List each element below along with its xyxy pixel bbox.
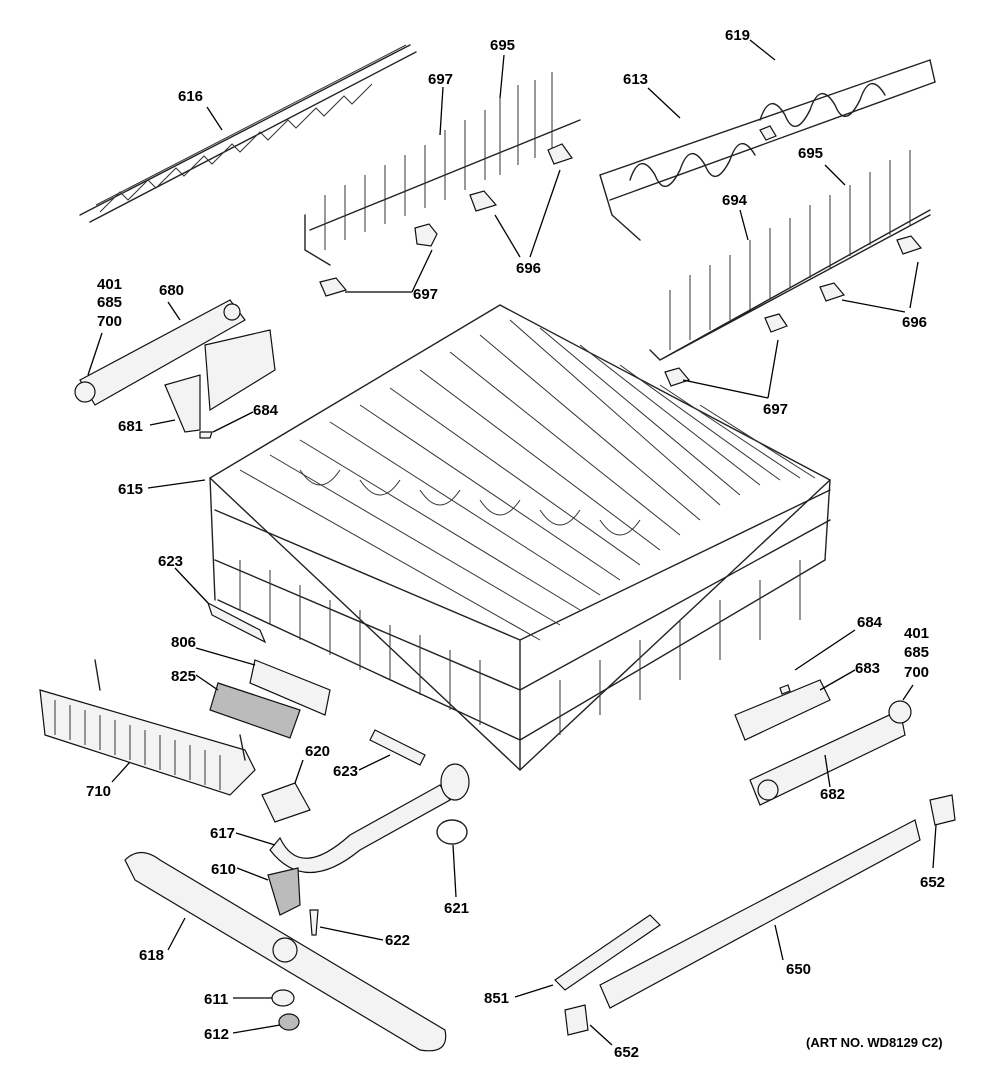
label-851: 851 — [484, 990, 509, 1007]
part-620-cap — [261, 782, 311, 823]
label-681: 681 — [118, 418, 143, 435]
part-684-screw-left — [199, 431, 213, 439]
label-620: 620 — [305, 743, 330, 760]
label-696-top: 696 — [516, 260, 541, 277]
label-700-right: 700 — [904, 664, 929, 681]
leader-lines — [87, 39, 937, 1046]
part-611-612-washers — [271, 989, 300, 1031]
label-401-left: 401 — [97, 276, 122, 293]
label-650: 650 — [786, 961, 811, 978]
part-621-clamp — [436, 819, 468, 845]
part-680-adjuster-left — [74, 299, 276, 433]
label-684-right: 684 — [857, 614, 883, 631]
label-615: 615 — [118, 481, 143, 498]
part-694-tine-row-right — [649, 150, 931, 387]
label-612: 612 — [204, 1026, 229, 1043]
label-652-right: 652 — [920, 874, 945, 891]
label-695-top: 695 — [490, 37, 515, 54]
label-700-left: 700 — [97, 313, 122, 330]
label-825: 825 — [171, 668, 196, 685]
part-615-upper-rack — [209, 304, 831, 771]
label-684-left: 684 — [253, 402, 279, 419]
label-623-upper: 623 — [158, 553, 183, 570]
part-806-825-handle — [209, 659, 331, 739]
label-619: 619 — [725, 27, 750, 44]
label-621: 621 — [444, 900, 469, 917]
label-697-right: 697 — [763, 401, 788, 418]
part-618-spray-arm — [124, 851, 447, 1052]
part-623-slider-lower — [369, 729, 426, 766]
part-labels: 616 697 695 619 613 695 694 696 697 696 … — [86, 27, 945, 1061]
part-616-shape — [79, 44, 417, 223]
part-650-rail — [554, 819, 921, 1009]
part-617-feed-tube — [269, 763, 470, 873]
label-617: 617 — [210, 825, 235, 842]
part-710-silverware-basket — [39, 659, 256, 796]
label-697-top-left: 697 — [428, 71, 453, 88]
part-613-619-cup-shelf — [599, 59, 936, 241]
label-623-lower: 623 — [333, 763, 358, 780]
label-401-right: 401 — [904, 625, 929, 642]
label-695-right: 695 — [798, 145, 823, 162]
label-652-bottom: 652 — [614, 1044, 639, 1061]
part-622-screw — [309, 909, 319, 936]
label-680: 680 — [159, 282, 184, 299]
part-696-clips-left — [469, 143, 573, 212]
label-685-right: 685 — [904, 644, 929, 661]
part-697-tine-row-left — [304, 72, 581, 297]
part-683-682-adjuster-right — [734, 679, 912, 806]
label-613: 613 — [623, 71, 648, 88]
label-622: 622 — [385, 932, 410, 949]
label-710: 710 — [86, 783, 111, 800]
label-616: 616 — [178, 88, 203, 105]
part-610-manifold — [267, 867, 301, 916]
label-696-right: 696 — [902, 314, 927, 331]
label-618: 618 — [139, 947, 164, 964]
art-number: (ART NO. WD8129 C2) — [806, 1035, 943, 1050]
part-623-slider-upper — [206, 601, 267, 644]
label-806: 806 — [171, 634, 196, 651]
label-610: 610 — [211, 861, 236, 878]
label-611: 611 — [204, 991, 228, 1008]
part-652-end-caps — [564, 794, 956, 1036]
label-685-left: 685 — [97, 294, 122, 311]
label-682: 682 — [820, 786, 845, 803]
label-683: 683 — [855, 660, 880, 677]
label-694: 694 — [722, 192, 748, 209]
label-697-mid-left: 697 — [413, 286, 438, 303]
